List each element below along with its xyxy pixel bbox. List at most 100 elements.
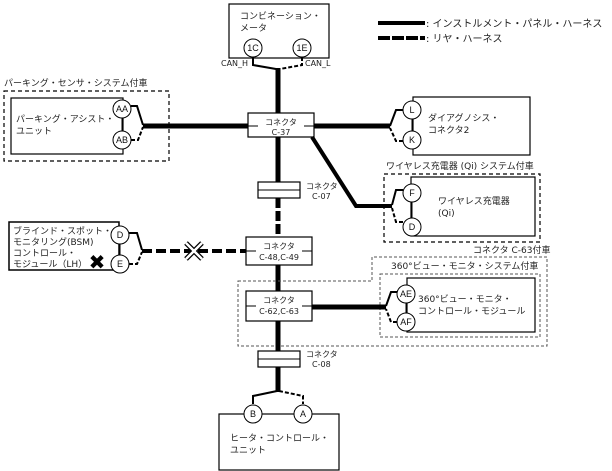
connector-c62-box: [245, 290, 313, 322]
connector-c08-id: C-08: [312, 360, 331, 369]
connector-c62-c63: コネクタ C-62,C-63: [245, 290, 313, 322]
pin-aa: [112, 99, 132, 119]
pin-d-bsm: [110, 225, 130, 245]
wireless-charger-box: [410, 176, 536, 237]
connector-c63-group: コネクタ C-63付車: [237, 244, 551, 347]
view360-can-l-wire: [385, 308, 397, 323]
connector-c37-id: C-37: [272, 128, 291, 137]
connector-c48-id: C-48,C-49: [259, 253, 299, 262]
parking-assist-unit-box: [10, 97, 124, 155]
pin-b-heater-label: B: [250, 409, 256, 419]
diagnosis-connector: ダイアグノシス・ コネクタ2 L K: [389, 96, 531, 156]
view360-group-title: 360°ビュー・モニタ・システム付車: [391, 260, 538, 272]
legend: : インストルメント・パネル・ハーネス : リヤ・ハーネス: [378, 18, 602, 45]
parking-assist-unit-name-1: パーキング・アシスト・: [16, 113, 114, 125]
bsm-module-name-2: モニタリング(BSM): [13, 236, 94, 248]
view360-group-border: [379, 273, 541, 338]
legend-instrument-panel-label: : インストルメント・パネル・ハーネス: [426, 18, 602, 30]
connector-c07-title: コネクタ: [306, 182, 338, 191]
diagnosis-can-l-wire: [389, 127, 403, 142]
view360-module-name-1: 360°ビュー・モニタ・: [418, 294, 512, 305]
pin-l-label: L: [409, 105, 414, 115]
pin-1c-label: 1C: [247, 43, 259, 53]
connector-c07: コネクタ C-07: [257, 181, 338, 201]
wireless-can-h-wire: [391, 189, 403, 206]
wireless-can-l-wire: [391, 207, 403, 223]
heater-control-unit: ヒータ・コントロール・ ユニット B A: [218, 404, 340, 471]
pin-a-heater-label: A: [300, 409, 306, 419]
pin-ae-label: AE: [400, 289, 412, 299]
diagnosis-connector-box: [412, 96, 531, 156]
pin-aa-label: AA: [116, 104, 128, 114]
pin-1e-label: 1E: [296, 43, 307, 53]
bsm-module-box: [8, 221, 120, 271]
legend-rear-harness-label: : リヤ・ハーネス: [426, 33, 503, 45]
connector-c37-box: [247, 112, 315, 138]
pin-e-bsm-label: E: [117, 259, 123, 269]
connector-c48-box: [245, 236, 313, 266]
heater-can-l-wire: [278, 390, 304, 404]
bsm-can-h-wire: [129, 232, 143, 251]
connector-c08: コネクタ C-08: [257, 350, 338, 369]
connector-c48-title: コネクタ: [263, 242, 295, 251]
pin-ab-label: AB: [116, 135, 128, 145]
wireless-charger-group: ワイヤレス充電器 (Qi) システム付車 ワイヤレス充電器 (Qi) F D: [383, 160, 541, 243]
bsm-module-name-3: コントロール・: [13, 249, 76, 259]
diagnosis-connector-name-2: コネクタ2: [428, 125, 469, 136]
combination-meter-box: [228, 3, 330, 59]
meter-can-l-wire: [279, 57, 303, 70]
can-h-label: CAN_H: [221, 59, 248, 68]
pin-f: [402, 183, 422, 203]
connector-c08-title: コネクタ: [306, 350, 338, 359]
pin-k-label: K: [409, 135, 415, 145]
parking-can-l-wire: [131, 126, 144, 141]
trunk-c37-wireless: [310, 135, 392, 208]
connector-c37: コネクタ C-37: [247, 112, 315, 138]
wireless-charger-name-2: (Qi): [438, 209, 455, 219]
pin-af-label: AF: [400, 317, 412, 327]
parking-sensor-group-title: パーキング・センサ・システム付車: [4, 77, 147, 89]
bsm-module: ブラインド・スポット・ モニタリング(BSM) コントロール・ モジュール（LH…: [8, 221, 248, 274]
connector-c48-c49: コネクタ C-48,C-49: [245, 236, 313, 266]
pin-b-heater: [243, 404, 263, 424]
combination-meter-name-1: コンビネーション・: [240, 11, 321, 22]
meter-can-h-wire: [252, 57, 277, 70]
view360-module-name-2: コントロール・モジュール: [418, 307, 525, 317]
bsm-can-l-wire: [129, 251, 143, 265]
heater-control-name-1: ヒータ・コントロール・: [230, 433, 329, 444]
bsm-module-name-4: モジュール（LH）: [13, 259, 87, 270]
heater-control-name-2: ユニット: [230, 446, 266, 456]
bsm-module-name-1: ブラインド・スポット・: [13, 225, 112, 237]
connector-c63-group-border: [237, 256, 548, 347]
view360-group: 360°ビュー・モニタ・システム付車 360°ビュー・モニタ・ コントロール・モ…: [379, 260, 541, 338]
meter-wires: [252, 57, 303, 115]
wireless-charger-group-title: ワイヤレス充電器 (Qi) システム付車: [386, 160, 534, 172]
view360-can-h-wire: [385, 291, 397, 307]
diagnosis-connector-name-1: ダイアグノシス・: [428, 112, 499, 124]
parking-sensor-group: パーキング・センサ・システム付車 パーキング・アシスト・ ユニット AA AB: [3, 77, 248, 162]
heater-can-h-wire: [252, 390, 278, 404]
pin-a-heater: [293, 404, 313, 424]
combination-meter: コンビネーション・ メータ 1C 1E CAN_H CAN_L: [221, 3, 331, 68]
fault-x-marker-icon: ✖: [89, 250, 106, 274]
line-break-x-icon: [184, 241, 204, 261]
pin-ae: [396, 284, 416, 304]
parking-can-h-wire: [131, 105, 144, 126]
wireless-charger-name-1: ワイヤレス充電器: [438, 195, 510, 207]
parking-assist-unit-name-2: ユニット: [16, 127, 52, 137]
pin-f-label: F: [409, 188, 415, 198]
pin-d-wireless: [402, 217, 422, 237]
connector-c07-id: C-07: [312, 192, 331, 201]
connector-c62-id: C-62,C-63: [259, 307, 299, 316]
connector-c62-title: コネクタ: [263, 296, 295, 305]
wireless-charger-group-border: [383, 173, 541, 243]
view360-module-box: [406, 277, 536, 333]
pin-d-wireless-label: D: [409, 222, 416, 232]
combination-meter-name-2: メータ: [240, 23, 267, 34]
can-l-label: CAN_L: [305, 59, 331, 68]
diagnosis-can-h-wire: [389, 109, 403, 127]
heater-control-box: [218, 413, 340, 471]
connector-c63-group-title: コネクタ C-63付車: [473, 244, 551, 256]
pin-d-bsm-label: D: [117, 230, 124, 240]
